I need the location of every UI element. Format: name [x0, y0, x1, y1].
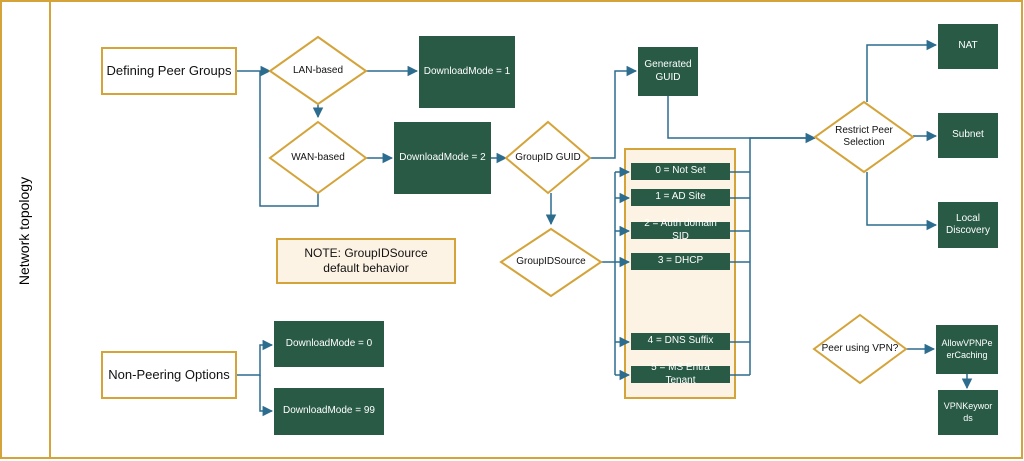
restrict-to-nat-connector	[866, 39, 938, 102]
source-3-box: 3 = DHCP	[631, 253, 730, 270]
downloadmode-2-label: DownloadMode = 2	[399, 151, 486, 163]
nat-label: NAT	[958, 40, 978, 52]
source-4-label: 4 = DNS Suffix	[647, 335, 714, 347]
defining-peer-groups-box: Defining Peer Groups	[101, 47, 237, 95]
wan-based-diamond	[268, 120, 368, 195]
wan-based-label: WAN-based	[291, 151, 345, 163]
non-peering-options-label: Non-Peering Options	[108, 366, 230, 382]
non-peering-options-box: Non-Peering Options	[101, 351, 237, 399]
groupid-guid-label: GroupID GUID	[515, 151, 581, 163]
nat-box: NAT	[938, 24, 998, 69]
allow-vpn-peer-caching-box: AllowVPNPeerCaching	[936, 325, 998, 374]
generated-guid-box: Generated GUID	[638, 47, 698, 96]
source-5-box: 5 = MS Entra Tenant	[631, 362, 730, 386]
downloadmode-1-label: DownloadMode = 1	[423, 65, 511, 77]
peer-vpn-diamond	[812, 313, 908, 385]
generated-guid-label: Generated GUID	[644, 59, 692, 83]
source-3-label: 3 = DHCP	[657, 255, 704, 267]
local-discovery-label: Local Discovery	[946, 212, 990, 237]
connectors	[237, 39, 973, 417]
generated-to-restrict-connector	[667, 96, 817, 144]
allow-vpn-peer-caching-label: AllowVPNPeerCaching	[941, 338, 993, 360]
downloadmode-0-label: DownloadMode = 0	[285, 337, 373, 349]
side-label: Network topology	[0, 0, 48, 461]
source-4-box: 4 = DNS Suffix	[631, 333, 730, 350]
source-5-label: 5 = MS Entra Tenant	[651, 362, 710, 386]
source-2-label: 2 = Auth domain SID	[644, 218, 717, 242]
downloadmode-99-label: DownloadMode = 99	[282, 405, 375, 417]
side-label-text: Network topology	[16, 176, 33, 285]
source-2-box: 2 = Auth domain SID	[631, 218, 730, 242]
lan-based-diamond	[268, 35, 368, 106]
peer-vpn-label: Peer using VPN?	[821, 342, 899, 354]
guid-to-generated-connector	[585, 65, 638, 159]
source-group-container	[624, 148, 736, 399]
vpn-keywords-label: VPNKeywords	[943, 401, 993, 423]
restrict-peer-diamond	[813, 100, 915, 174]
groupid-guid-diamond	[504, 120, 592, 195]
defining-peer-groups-label: Defining Peer Groups	[106, 62, 232, 78]
subnet-box: Subnet	[938, 113, 998, 158]
wan-loop-connector	[259, 71, 319, 207]
groupid-source-label: GroupIDSource	[516, 255, 586, 267]
downloadmode-2-box: DownloadMode = 2	[394, 122, 491, 194]
restrict-to-local-connector	[866, 172, 938, 231]
nonpeering-to-mode0-connector	[237, 339, 274, 376]
note-text: NOTE: GroupIDSource default behavior	[304, 246, 428, 275]
vpn-keywords-box: VPNKeywords	[938, 390, 998, 435]
source-1-label: 1 = AD Site	[655, 191, 706, 203]
groupid-source-diamond	[499, 227, 603, 298]
lan-based-label: LAN-based	[292, 64, 344, 76]
note-box: NOTE: GroupIDSource default behavior	[276, 238, 456, 284]
downloadmode-1-box: DownloadMode = 1	[419, 36, 515, 108]
source-0-box: 0 = Not Set	[631, 163, 730, 180]
bus-to-restrict-connector	[749, 137, 815, 375]
subnet-label: Subnet	[952, 129, 984, 141]
source-0-label: 0 = Not Set	[655, 165, 706, 177]
downloadmode-99-box: DownloadMode = 99	[274, 388, 384, 435]
restrict-peer-label: Restrict Peer Selection	[835, 124, 893, 149]
nonpeering-to-mode99-connector	[259, 375, 274, 417]
source-1-box: 1 = AD Site	[631, 189, 730, 206]
local-discovery-box: Local Discovery	[938, 202, 998, 248]
downloadmode-0-box: DownloadMode = 0	[274, 321, 384, 367]
